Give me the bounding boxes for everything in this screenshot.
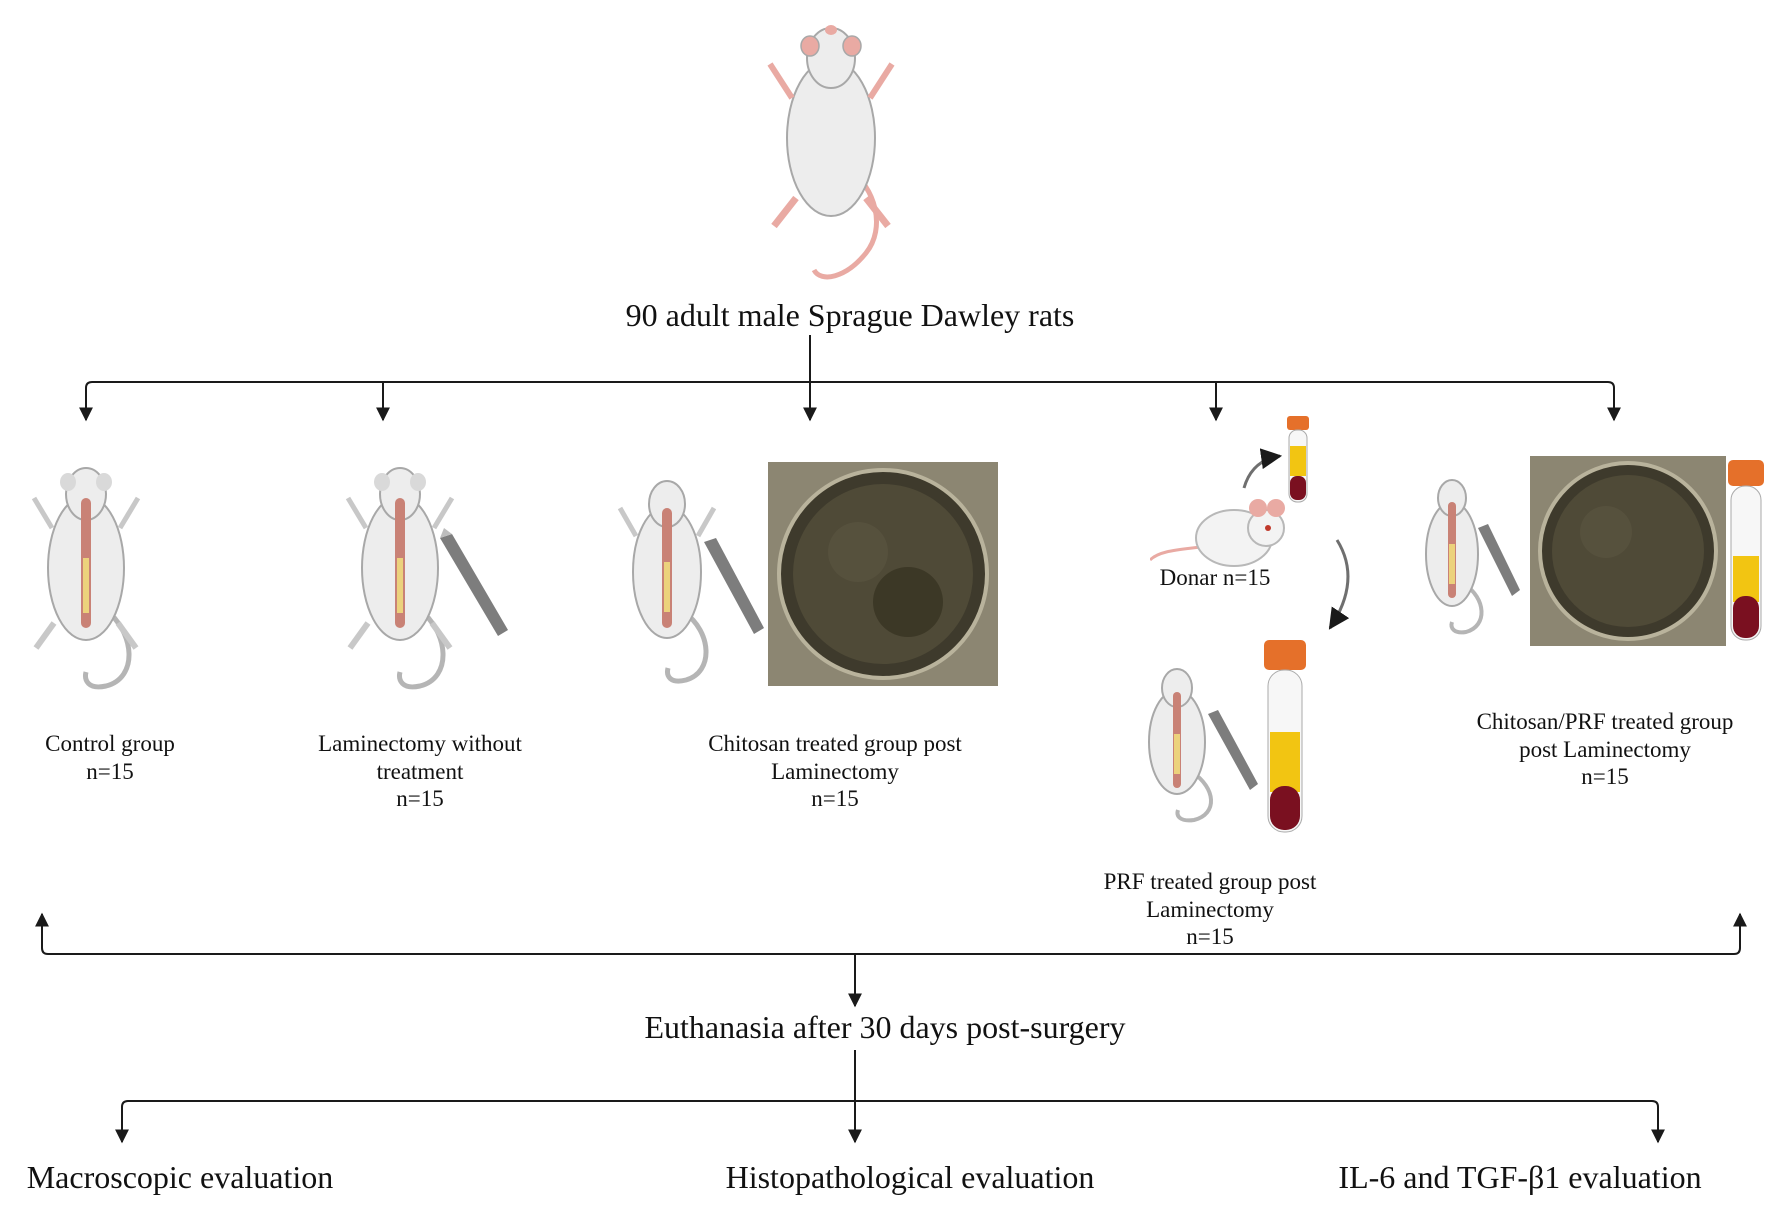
source-label: 90 adult male Sprague Dawley rats	[625, 297, 1075, 333]
endpoint-label: Euthanasia after 30 days post-surgery	[644, 1009, 1126, 1045]
laminectomy-group-line2: treatment	[376, 758, 464, 784]
donor-mouse-illustration	[1150, 499, 1285, 567]
donor-blood-tube-icon	[1287, 416, 1309, 503]
scalpel-icon	[1208, 710, 1258, 790]
chitosan-group-label: Chitosan treated group post Laminectomy …	[670, 730, 1000, 813]
prf-group-line1: PRF treated group post	[1103, 869, 1317, 894]
scalpel-icon	[704, 538, 764, 634]
macroscopic-evaluation-label: Macroscopic evaluation	[26, 1159, 334, 1195]
prf-blood-tube-icon	[1264, 640, 1306, 833]
prf-group-n: n=15	[1186, 924, 1234, 950]
chitosan-prf-blood-tube-icon	[1728, 460, 1764, 641]
chitosan-rat-illustration	[617, 480, 764, 684]
cytokine-evaluation-label: IL-6 and TGF-β1 evaluation	[1338, 1159, 1702, 1195]
chitosan-prf-group-label: Chitosan/PRF treated group post Laminect…	[1440, 708, 1770, 791]
chitosan-group-line1: Chitosan treated group post	[708, 731, 962, 756]
control-group-name: Control group	[45, 731, 175, 756]
control-group-label: Control group n=15	[0, 730, 220, 785]
histopathological-evaluation-label: Histopathological evaluation	[725, 1159, 1095, 1195]
chitosan-prf-group-line2: post Laminectomy	[1519, 736, 1691, 762]
control-rat-illustration	[31, 467, 141, 690]
laminectomy-group-label: Laminectomy without treatment n=15	[280, 730, 560, 813]
prf-group-line2: Laminectomy	[1146, 896, 1274, 922]
laminectomy-group-line1: Laminectomy without	[318, 731, 522, 756]
laminectomy-rat-illustration	[345, 467, 508, 690]
chitosan-group-n: n=15	[811, 786, 859, 812]
laminectomy-group-n: n=15	[396, 786, 444, 812]
prf-rat-illustration	[1148, 668, 1258, 823]
donor-label: Donar n=15	[1159, 565, 1271, 590]
prf-group-label: PRF treated group post Laminectomy n=15	[1060, 868, 1360, 951]
chitosan-prf-dish-photo	[1530, 456, 1726, 646]
source-rat-illustration	[767, 25, 895, 280]
scalpel-icon	[440, 528, 508, 636]
chitosan-prf-group-line1: Chitosan/PRF treated group	[1476, 709, 1734, 734]
scalpel-icon	[1478, 524, 1520, 596]
chitosan-group-line2: Laminectomy	[771, 758, 899, 784]
control-group-n: n=15	[86, 758, 134, 784]
chitosan-prf-rat-illustration	[1425, 479, 1520, 635]
chitosan-dish-photo	[768, 462, 998, 686]
chitosan-prf-group-n: n=15	[1581, 764, 1629, 790]
